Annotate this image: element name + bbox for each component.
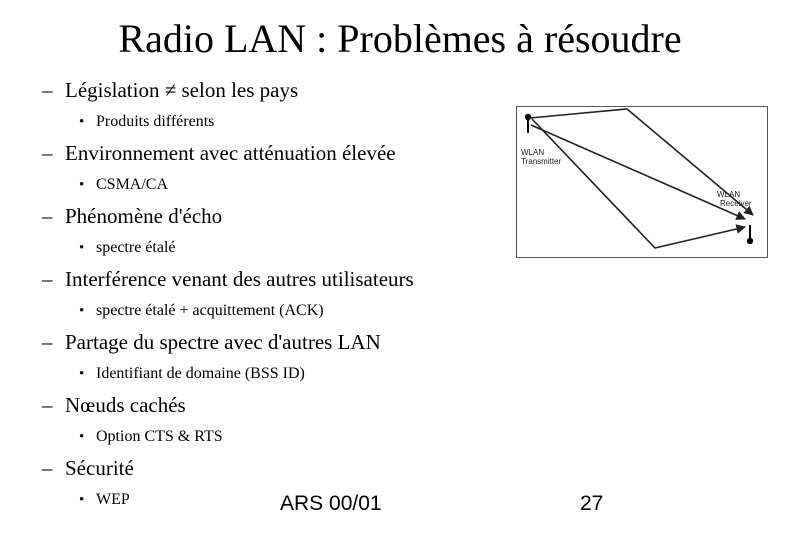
sub-bullet-text: Identifiant de domaine (BSS ID) (96, 365, 305, 382)
sub-bullet-text: Produits différents (96, 113, 215, 130)
dot-marker: • (79, 303, 85, 319)
signal-path-top (529, 108, 754, 216)
bullet-item: –Sécurité (42, 454, 502, 482)
receiver-antenna-icon (746, 225, 754, 245)
dash-marker: – (42, 330, 53, 354)
bullet-text: Législation ≠ selon les pays (65, 78, 299, 102)
dash-marker: – (42, 204, 53, 228)
dot-marker: • (79, 429, 85, 445)
bullet-item: –Nœuds cachés (42, 391, 502, 419)
sub-bullet-text: WEP (96, 491, 130, 508)
dot-marker: • (79, 177, 85, 193)
dash-marker: – (42, 78, 53, 102)
sub-bullet-text: Option CTS & RTS (96, 428, 223, 445)
receiver-label: WLAN Receiver (717, 190, 752, 208)
sub-bullet-text: CSMA/CA (96, 176, 169, 193)
bullet-text: Environnement avec atténuation élevée (65, 141, 396, 165)
sub-bullet-text: spectre étalé (96, 239, 176, 256)
sub-bullet-item: • spectre étalé (42, 237, 502, 259)
dash-marker: – (42, 393, 53, 417)
transmitter-antenna-icon (524, 113, 532, 133)
sub-bullet-item: • CSMA/CA (42, 174, 502, 196)
bullet-text: Sécurité (65, 456, 134, 480)
bullet-item: –Phénomène d'écho (42, 202, 502, 230)
multipath-diagram-svg: WLAN Transmitter WLAN Receiver (521, 108, 754, 249)
bullet-list: –Législation ≠ selon les pays •Produits … (42, 76, 502, 517)
bullet-text: Nœuds cachés (65, 393, 186, 417)
sub-bullet-item: • spectre étalé + acquittement (ACK) (42, 300, 502, 322)
signal-path-bottom (531, 118, 746, 249)
bullet-text: Partage du spectre avec d'autres LAN (65, 330, 381, 354)
dot-marker: • (79, 366, 85, 382)
sub-bullet-item: • Identifiant de domaine (BSS ID) (42, 363, 502, 385)
footer-page-number: 27 (580, 492, 604, 515)
dot-marker: • (79, 240, 85, 256)
bullet-item: –Interférence venant des autres utilisat… (42, 265, 502, 293)
bullet-text: Interférence venant des autres utilisate… (65, 267, 414, 291)
footer-course: ARS 00/01 (280, 492, 382, 515)
dash-marker: – (42, 267, 53, 291)
sub-bullet-item: • WEP (42, 489, 502, 511)
sub-bullet-item: • Produits différents (42, 111, 502, 133)
multipath-diagram: WLAN Transmitter WLAN Receiver (516, 106, 768, 258)
slide-title: Radio LAN : Problèmes à résoudre (118, 16, 682, 61)
transmitter-label: WLAN Transmitter (521, 148, 561, 166)
dot-marker: • (79, 492, 85, 508)
dash-marker: – (42, 141, 53, 165)
signal-path-direct (530, 124, 746, 220)
sub-bullet-item: • Option CTS & RTS (42, 426, 502, 448)
bullet-item: –Environnement avec atténuation élevée (42, 139, 502, 167)
bullet-text: Phénomène d'écho (65, 204, 223, 228)
dash-marker: – (42, 456, 53, 480)
bullet-item: –Législation ≠ selon les pays (42, 76, 502, 104)
dot-marker: • (79, 114, 85, 130)
bullet-item: –Partage du spectre avec d'autres LAN (42, 328, 502, 356)
sub-bullet-text: spectre étalé + acquittement (ACK) (96, 302, 324, 319)
